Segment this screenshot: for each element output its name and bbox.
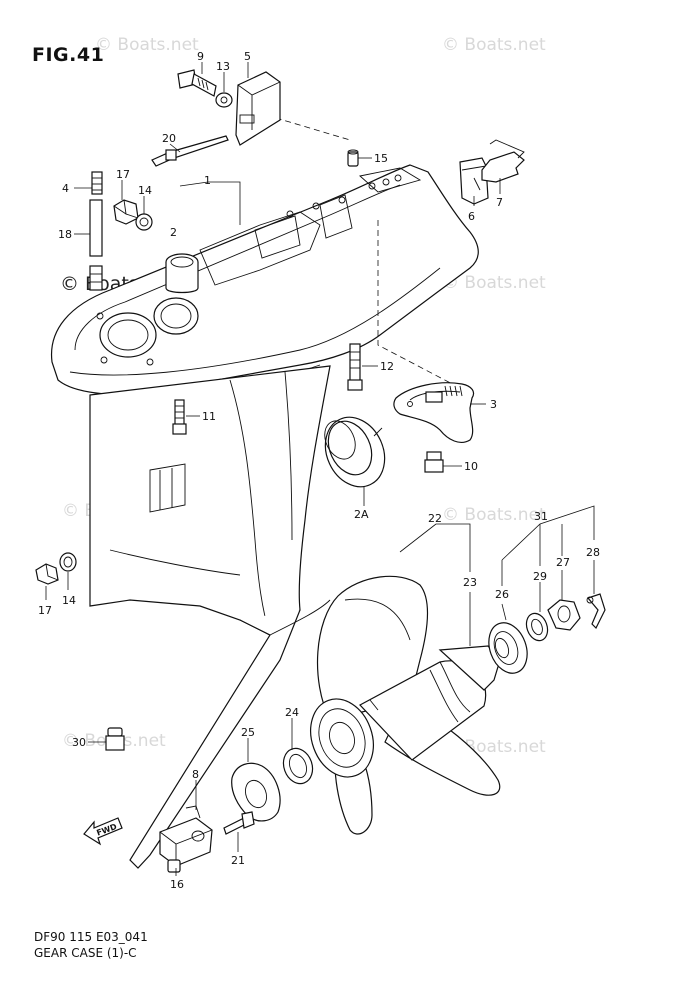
callout-label: 2A: [354, 508, 369, 521]
watermark-text: © Boats.net: [95, 35, 199, 55]
part-12-bolt: [347, 343, 363, 391]
forward-label: FWD: [95, 822, 118, 838]
part-25-plate: [231, 762, 281, 822]
callout-label: 9: [197, 50, 204, 63]
callout-label: 3: [490, 398, 497, 411]
callout-label: 15: [374, 152, 388, 165]
callout-label: 27: [556, 556, 570, 569]
part-9-bolt: [177, 69, 217, 97]
callout-label: 28: [586, 546, 600, 559]
callout-label: 17: [38, 604, 52, 617]
part-2a-bearing: [324, 416, 386, 488]
part-13-washer: [215, 92, 233, 108]
callout-label: 4: [62, 182, 69, 195]
callout-label: 31: [534, 510, 548, 523]
part-18-pipe: [89, 171, 103, 291]
part-10-plug: [424, 451, 444, 473]
part-17-plug-lower: [35, 563, 59, 585]
forward-arrow-icon: FWD: [83, 817, 123, 846]
callout-label: 24: [285, 706, 299, 719]
callout-label: 8: [192, 768, 199, 781]
part-30-plug: [105, 727, 125, 751]
callout-label: 22: [428, 512, 442, 525]
part-27-nut: [547, 599, 581, 631]
part-17-plug-upper: [113, 199, 139, 225]
callout-label: 2: [170, 226, 177, 239]
part-3-trim-tab: [393, 382, 475, 443]
part-15-pin: [347, 149, 359, 167]
callout-label: 26: [495, 588, 509, 601]
callout-label: 7: [496, 196, 503, 209]
callout-label: 23: [463, 576, 477, 589]
watermark-text: © Boats.net: [442, 273, 546, 293]
part-21-bolt: [223, 811, 255, 835]
callout-label: 20: [162, 132, 176, 145]
watermark-text: © Boats.net: [442, 35, 546, 55]
callout-label: 11: [202, 410, 216, 423]
gear-case-housing: [50, 164, 479, 869]
callouts: 9 13 5 20 15 17 14 4 1 2 18 6 7 12 3 11 …: [38, 50, 600, 891]
callout-label: 12: [380, 360, 394, 373]
part-7-plate: [481, 139, 525, 183]
figure-title: FIG.41: [32, 44, 105, 66]
callout-label: 29: [533, 570, 547, 583]
callout-label: 1: [204, 174, 211, 187]
callout-label: 30: [72, 736, 86, 749]
model-code: DF90 115 E03_041: [34, 930, 148, 944]
callout-label: 6: [468, 210, 475, 223]
propeller: [310, 575, 501, 835]
part-28-cotter-pin: [586, 593, 606, 630]
part-29-washer: [525, 612, 549, 642]
part-16-bushing: [167, 859, 181, 873]
part-24-spacer: [282, 747, 314, 785]
part-26-washer: [488, 622, 528, 674]
section-name: GEAR CASE (1)-C: [34, 946, 137, 960]
callout-label: 21: [231, 854, 245, 867]
callout-label: 13: [216, 60, 230, 73]
leader-lines: [45, 62, 595, 876]
part-14-washer-lower: [59, 552, 77, 572]
part-6-bracket: [459, 157, 489, 205]
callout-label: 5: [244, 50, 251, 63]
part-14-washer-upper: [135, 213, 153, 231]
callout-label: 14: [62, 594, 76, 607]
callout-label: 14: [138, 184, 152, 197]
callout-label: 25: [241, 726, 255, 739]
part-20-cable-tie: [151, 135, 229, 167]
part-5-anode-cap: [235, 71, 281, 146]
callout-label: 18: [58, 228, 72, 241]
callout-label: 10: [464, 460, 478, 473]
callout-label: 16: [170, 878, 184, 891]
part-11-bolt: [172, 399, 187, 435]
callout-label: 17: [116, 168, 130, 181]
watermark-text: © Boats.net: [442, 505, 546, 525]
